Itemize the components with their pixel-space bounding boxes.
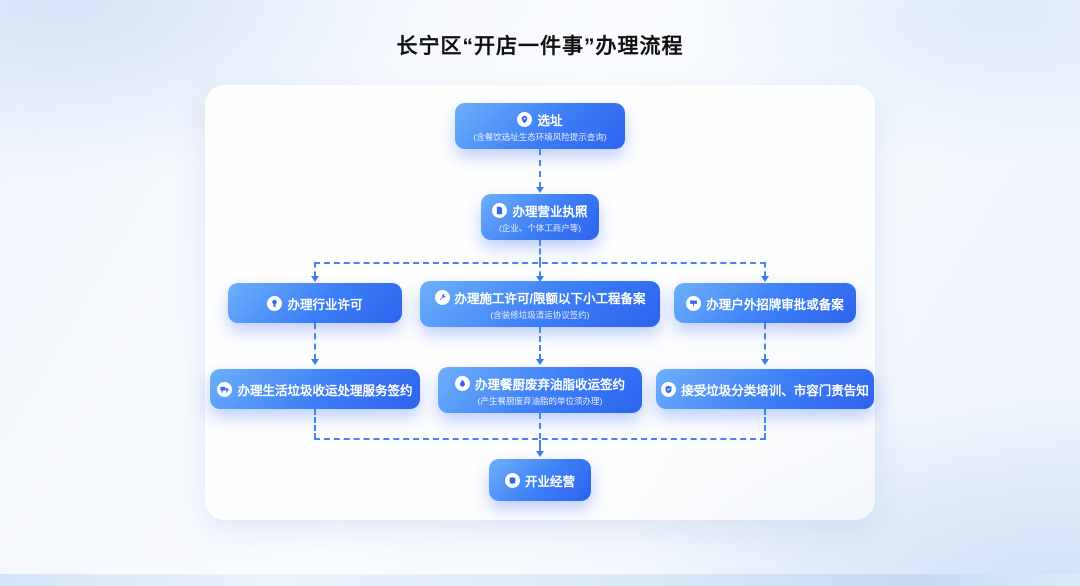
construction-wrench-icon bbox=[434, 289, 450, 305]
node-label: 接受垃圾分类培训、市容门责告知 bbox=[681, 383, 869, 398]
flow-arrowhead bbox=[311, 359, 319, 365]
flow-connector bbox=[764, 262, 766, 277]
location-pin-icon bbox=[517, 111, 533, 127]
flow-arrowhead bbox=[536, 359, 544, 365]
flow-node-industry-permit[interactable]: 办理行业许可 bbox=[228, 283, 402, 323]
node-sublabel: (企业、个体工商户等) bbox=[498, 222, 582, 233]
flow-arrowhead bbox=[311, 276, 319, 282]
flow-node-open-business[interactable]: 开业经营 bbox=[489, 459, 591, 501]
flow-connector bbox=[314, 438, 766, 440]
node-label: 选址 bbox=[537, 113, 563, 128]
flow-node-kitchen-oil[interactable]: 办理餐厨废弃油脂收运签约 (产生餐厨废弃油脂的单位须办理) bbox=[438, 367, 642, 413]
flow-connector bbox=[314, 262, 316, 277]
flow-node-waste-service[interactable]: 办理生活垃圾收运处理服务签约 bbox=[210, 369, 420, 409]
node-label: 办理营业执照 bbox=[512, 204, 588, 219]
shop-icon bbox=[504, 472, 520, 488]
flow-connector bbox=[539, 240, 541, 263]
node-title-row: 办理餐厨废弃油脂收运签约 bbox=[454, 374, 625, 393]
node-title-row: 办理营业执照 bbox=[492, 201, 588, 220]
flow-connector bbox=[764, 323, 766, 360]
node-title-row: 办理生活垃圾收运处理服务签约 bbox=[217, 380, 413, 399]
flow-connector bbox=[314, 323, 316, 360]
flow-connector bbox=[539, 413, 541, 439]
node-sublabel: (产生餐厨废弃油脂的单位须办理) bbox=[477, 395, 603, 406]
training-shield-icon bbox=[661, 381, 677, 397]
flow-connector bbox=[539, 262, 541, 277]
flow-arrowhead bbox=[761, 276, 769, 282]
node-label: 开业经营 bbox=[524, 474, 575, 489]
flow-arrowhead bbox=[536, 187, 544, 193]
flow-connector bbox=[314, 409, 316, 439]
flow-connector bbox=[539, 440, 541, 452]
node-label: 办理行业许可 bbox=[287, 297, 363, 312]
node-label: 办理生活垃圾收运处理服务签约 bbox=[237, 383, 413, 398]
node-title-row: 办理施工许可/限额以下小工程备案 bbox=[434, 288, 646, 307]
node-title-row: 开业经营 bbox=[504, 471, 575, 490]
oil-droplet-icon bbox=[454, 375, 470, 391]
flow-connector bbox=[539, 327, 541, 360]
node-title-row: 办理行业许可 bbox=[267, 294, 363, 313]
node-sublabel: (含餐饮选址生态环境风险提示查询) bbox=[473, 131, 607, 142]
flow-arrowhead bbox=[536, 276, 544, 282]
flow-connector bbox=[539, 149, 541, 188]
garbage-truck-icon bbox=[217, 381, 233, 397]
flow-node-construction-permit[interactable]: 办理施工许可/限额以下小工程备案 (含装修垃圾清运协议签约) bbox=[420, 281, 660, 327]
node-sublabel: (含装修垃圾清运协议签约) bbox=[490, 309, 590, 320]
flow-node-site-selection[interactable]: 选址 (含餐饮选址生态环境风险提示查询) bbox=[455, 103, 625, 149]
flow-node-business-license[interactable]: 办理营业执照 (企业、个体工商户等) bbox=[481, 194, 599, 240]
license-document-icon bbox=[492, 202, 508, 218]
flow-connector bbox=[764, 409, 766, 439]
flow-node-sorting-training[interactable]: 接受垃圾分类培训、市容门责告知 bbox=[656, 369, 874, 409]
node-title-row: 办理户外招牌审批或备案 bbox=[686, 294, 844, 313]
page-title: 长宁区“开店一件事”办理流程 bbox=[396, 35, 684, 58]
node-label: 办理施工许可/限额以下小工程备案 bbox=[454, 291, 646, 306]
flow-node-outdoor-signboard[interactable]: 办理户外招牌审批或备案 bbox=[674, 283, 856, 323]
permit-badge-icon bbox=[267, 295, 283, 311]
node-label: 办理餐厨废弃油脂收运签约 bbox=[474, 377, 625, 392]
bottom-decoration bbox=[0, 574, 1080, 586]
node-label: 办理户外招牌审批或备案 bbox=[706, 297, 844, 312]
flow-arrowhead bbox=[536, 451, 544, 457]
node-title-row: 选址 bbox=[517, 110, 563, 129]
signboard-icon bbox=[686, 295, 702, 311]
node-title-row: 接受垃圾分类培训、市容门责告知 bbox=[661, 380, 869, 399]
flow-arrowhead bbox=[761, 359, 769, 365]
